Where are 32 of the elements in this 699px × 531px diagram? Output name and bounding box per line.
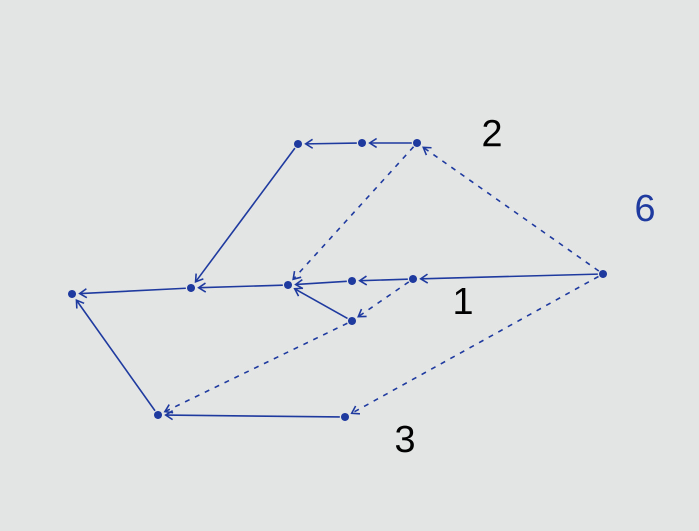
- graph-node: [187, 284, 195, 292]
- arrow: [419, 273, 598, 284]
- arrow: [197, 282, 283, 293]
- graph-node: [341, 413, 349, 421]
- node-number: 6: [636, 194, 654, 222]
- node-number: 3: [396, 426, 414, 452]
- arrow: [422, 146, 600, 272]
- arrow: [164, 322, 348, 414]
- arrow: [350, 276, 599, 415]
- node-number: 1: [455, 288, 472, 314]
- arrow: [292, 146, 414, 280]
- arrow: [358, 275, 408, 286]
- graph-node: [409, 275, 417, 283]
- graph-node: [68, 290, 76, 298]
- arrow: [76, 299, 156, 412]
- arrow: [368, 138, 412, 148]
- arrow: [164, 410, 340, 420]
- graph-node: [599, 270, 607, 278]
- graph-node: [358, 139, 366, 147]
- arrow: [357, 281, 410, 318]
- graph-node: [348, 277, 356, 285]
- graph-node: [284, 281, 292, 289]
- graph-node: [413, 139, 421, 147]
- arrow: [304, 138, 357, 149]
- graph-node: [294, 140, 302, 148]
- arrow: [293, 287, 348, 320]
- graph-node: [348, 317, 356, 325]
- arrow: [294, 278, 347, 290]
- arrow: [78, 287, 186, 298]
- arrow: [194, 148, 296, 284]
- graph-node: [154, 411, 162, 419]
- node-number: 2: [483, 120, 501, 146]
